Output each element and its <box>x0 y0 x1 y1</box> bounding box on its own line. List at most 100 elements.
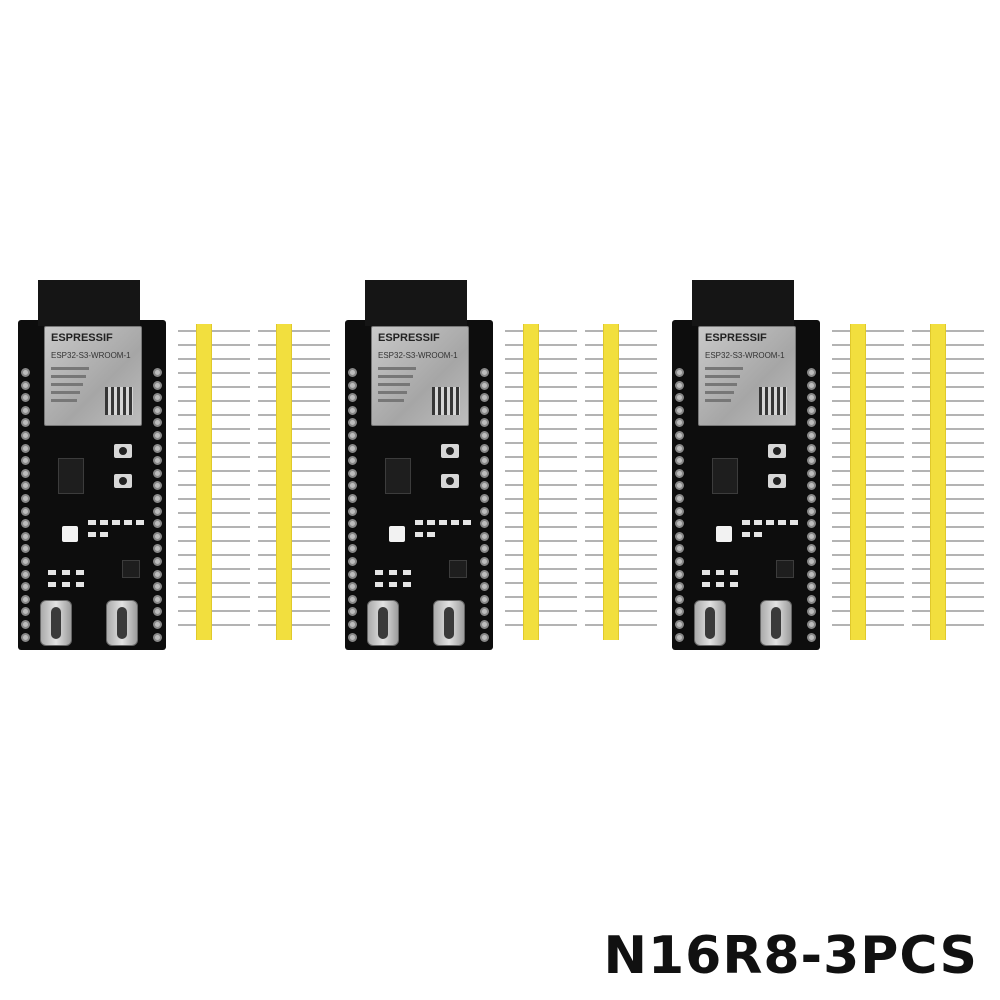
usb-c-port <box>106 600 138 646</box>
smd-component <box>716 582 724 587</box>
usb-c-port <box>367 600 399 646</box>
push-button <box>768 474 786 488</box>
header-pin <box>832 414 904 416</box>
push-button <box>114 474 132 488</box>
header-pin <box>832 470 904 472</box>
header-pin <box>505 400 577 402</box>
header-pin <box>832 344 904 346</box>
header-plastic <box>850 324 866 640</box>
header-pin <box>832 554 904 556</box>
pin-header-strip <box>505 324 577 640</box>
header-pin <box>178 442 250 444</box>
header-pin <box>178 330 250 332</box>
smd-component <box>742 532 750 537</box>
header-pin <box>258 400 330 402</box>
pin-hole <box>21 607 30 617</box>
usb-c-port <box>760 600 792 646</box>
smd-component <box>790 520 798 525</box>
usb-uart-chip <box>776 560 794 578</box>
pin-hole <box>348 456 357 466</box>
usb-uart-chip <box>122 560 140 578</box>
pin-hole <box>807 632 816 642</box>
smd-component <box>730 570 738 575</box>
usb-c-port <box>694 600 726 646</box>
header-pin <box>258 372 330 374</box>
header-pin <box>585 484 657 486</box>
pin-hole <box>807 443 816 453</box>
pin-hole <box>807 481 816 491</box>
header-pin <box>832 610 904 612</box>
module-brand: ESPRESSIF <box>705 332 767 344</box>
pin-hole <box>21 380 30 390</box>
pin-hole <box>480 506 489 516</box>
header-pin <box>585 568 657 570</box>
smd-component <box>439 520 447 525</box>
header-pin <box>585 624 657 626</box>
header-pin <box>258 568 330 570</box>
module-fine-print <box>705 367 743 370</box>
pin-hole <box>807 506 816 516</box>
header-pin <box>178 568 250 570</box>
pin-hole <box>21 594 30 604</box>
pin-header-strip <box>912 324 984 640</box>
header-pin <box>832 386 904 388</box>
header-pin <box>832 372 904 374</box>
module-brand: ESPRESSIF <box>378 332 440 344</box>
header-plastic <box>276 324 292 640</box>
pin-hole <box>348 506 357 516</box>
smd-component <box>702 582 710 587</box>
antenna-area <box>365 280 467 326</box>
pin-hole <box>348 468 357 478</box>
pin-hole <box>21 569 30 579</box>
pin-hole <box>153 481 162 491</box>
header-pin <box>505 512 577 514</box>
header-pin <box>832 498 904 500</box>
smd-component <box>463 520 471 525</box>
header-pin <box>832 358 904 360</box>
pin-hole <box>807 456 816 466</box>
pin-hole <box>153 594 162 604</box>
pin-hole <box>480 519 489 529</box>
module-fine-print <box>705 375 740 378</box>
smd-component <box>62 582 70 587</box>
pin-hole <box>675 494 684 503</box>
pin-hole <box>21 443 30 453</box>
pin-hole <box>480 393 489 403</box>
header-pin <box>585 596 657 598</box>
header-pin <box>585 582 657 584</box>
smd-component <box>88 532 96 537</box>
pin-hole <box>153 632 162 642</box>
pin-hole <box>21 506 30 516</box>
pin-hole <box>153 431 162 440</box>
header-pin <box>178 400 250 402</box>
header-pin <box>258 512 330 514</box>
header-pin <box>832 526 904 528</box>
pin-hole <box>480 531 489 541</box>
header-pin <box>258 428 330 430</box>
smd-component <box>76 582 84 587</box>
header-pin <box>178 498 250 500</box>
push-button <box>114 444 132 458</box>
header-pin <box>505 568 577 570</box>
header-plastic <box>603 324 619 640</box>
pin-hole <box>21 582 30 592</box>
pin-hole <box>348 481 357 491</box>
pin-hole <box>675 456 684 466</box>
pin-hole <box>348 393 357 403</box>
pin-hole <box>348 582 357 592</box>
header-pin <box>585 554 657 556</box>
header-pin <box>912 330 984 332</box>
pin-hole <box>807 468 816 478</box>
pin-hole <box>348 594 357 604</box>
smd-component <box>730 582 738 587</box>
pin-hole <box>675 531 684 541</box>
pin-hole <box>153 569 162 579</box>
header-pin <box>505 372 577 374</box>
pin-hole <box>348 443 357 453</box>
pin-hole <box>153 405 162 415</box>
header-pin <box>912 498 984 500</box>
pin-hole <box>348 557 357 566</box>
header-pin <box>178 470 250 472</box>
